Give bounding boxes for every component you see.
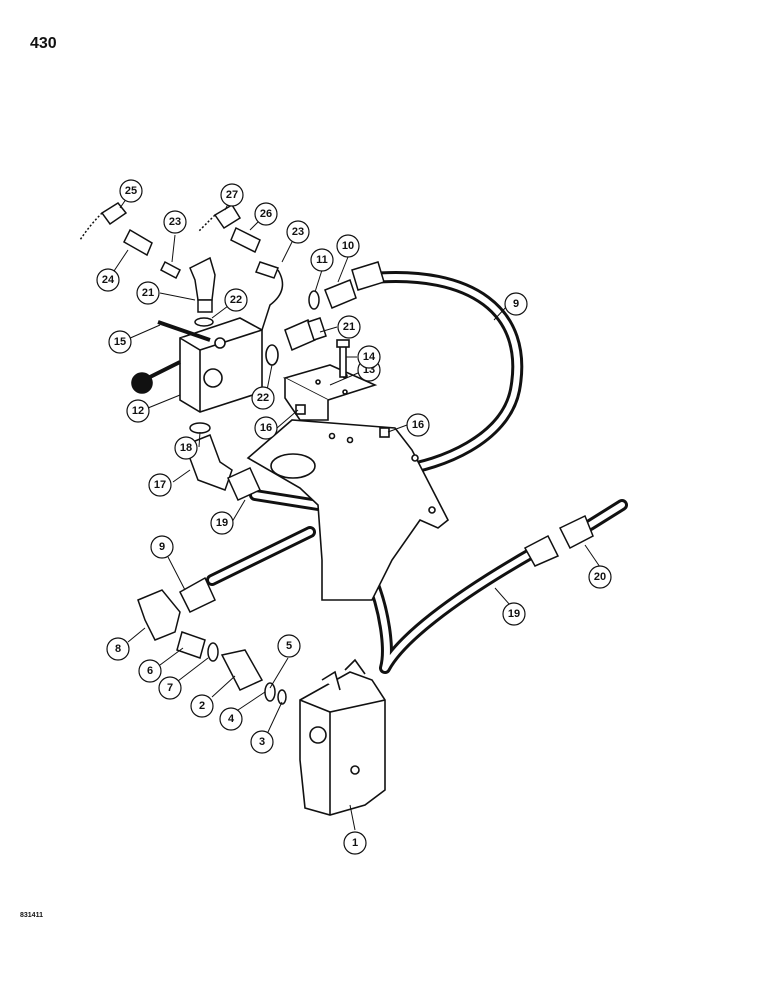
callout-20: 20 xyxy=(588,565,612,589)
callout-1: 1 xyxy=(343,831,367,855)
callout-25: 25 xyxy=(119,179,143,203)
svg-text:9: 9 xyxy=(513,298,519,310)
callout-8: 8 xyxy=(106,637,130,661)
figure-code: 831411 xyxy=(20,912,43,919)
svg-text:19: 19 xyxy=(216,517,228,529)
callout-5: 5 xyxy=(277,634,301,658)
svg-text:6: 6 xyxy=(147,665,153,677)
callout-4: 4 xyxy=(219,707,243,731)
callout-9-lower: 9 xyxy=(150,535,174,559)
svg-text:21: 21 xyxy=(142,287,154,299)
valve-handle-knob xyxy=(131,372,153,394)
svg-text:23: 23 xyxy=(292,226,304,238)
svg-text:20: 20 xyxy=(594,571,606,583)
callout-19-lower: 19 xyxy=(502,602,526,626)
callout-19-upper: 19 xyxy=(210,511,234,535)
hoses xyxy=(206,271,628,674)
svg-text:22: 22 xyxy=(257,392,269,404)
callout-23-left: 23 xyxy=(163,210,187,234)
svg-text:8: 8 xyxy=(115,643,121,655)
selector-valve-12 xyxy=(131,317,279,413)
callouts: 1 2 3 4 5 6 7 8 9 9 10 11 12 13 14 15 16… xyxy=(96,179,612,855)
callout-12: 12 xyxy=(126,399,150,423)
callout-22-lower: 22 xyxy=(251,386,275,410)
callout-15: 15 xyxy=(108,330,132,354)
control-valve-1 xyxy=(299,658,386,816)
callout-10: 10 xyxy=(336,234,360,258)
svg-text:15: 15 xyxy=(114,336,126,348)
callout-17: 17 xyxy=(148,473,172,497)
callout-22-upper: 22 xyxy=(224,288,248,312)
leader-lines xyxy=(107,191,601,831)
page-number: 430 xyxy=(30,35,57,52)
callout-7: 7 xyxy=(158,676,182,700)
fittings xyxy=(79,202,594,705)
svg-text:2: 2 xyxy=(199,700,205,712)
callout-11: 11 xyxy=(310,248,334,272)
callout-21-right: 21 xyxy=(337,315,361,339)
callout-14: 14 xyxy=(357,345,381,369)
svg-text:5: 5 xyxy=(286,640,292,652)
svg-text:24: 24 xyxy=(102,274,115,286)
svg-text:3: 3 xyxy=(259,736,265,748)
svg-text:10: 10 xyxy=(342,240,354,252)
svg-text:19: 19 xyxy=(508,608,520,620)
callout-16-right: 16 xyxy=(406,413,430,437)
svg-text:9: 9 xyxy=(159,541,165,553)
svg-text:22: 22 xyxy=(230,294,242,306)
svg-text:11: 11 xyxy=(316,254,328,266)
mounting-plate xyxy=(246,419,450,601)
svg-text:21: 21 xyxy=(343,321,355,333)
svg-text:16: 16 xyxy=(412,419,424,431)
callout-21-left: 21 xyxy=(136,281,160,305)
callout-24: 24 xyxy=(96,268,120,292)
svg-text:12: 12 xyxy=(132,405,144,417)
callout-6: 6 xyxy=(138,659,162,683)
bracket-13 xyxy=(282,339,390,438)
svg-text:18: 18 xyxy=(180,442,192,454)
callout-3: 3 xyxy=(250,730,274,754)
callout-16-left: 16 xyxy=(254,416,278,440)
svg-text:4: 4 xyxy=(228,713,235,725)
svg-text:25: 25 xyxy=(125,185,137,197)
callout-9-upper: 9 xyxy=(504,292,528,316)
svg-text:26: 26 xyxy=(260,208,272,220)
callout-18: 18 xyxy=(174,436,198,460)
callout-26: 26 xyxy=(254,202,278,226)
callout-27: 27 xyxy=(220,183,244,207)
svg-text:16: 16 xyxy=(260,422,272,434)
callout-2: 2 xyxy=(190,694,214,718)
svg-text:1: 1 xyxy=(352,837,358,849)
svg-text:27: 27 xyxy=(226,189,238,201)
svg-text:17: 17 xyxy=(154,479,166,491)
svg-text:7: 7 xyxy=(167,682,173,694)
svg-text:14: 14 xyxy=(363,351,376,363)
svg-text:23: 23 xyxy=(169,216,181,228)
callout-23-right: 23 xyxy=(286,220,310,244)
